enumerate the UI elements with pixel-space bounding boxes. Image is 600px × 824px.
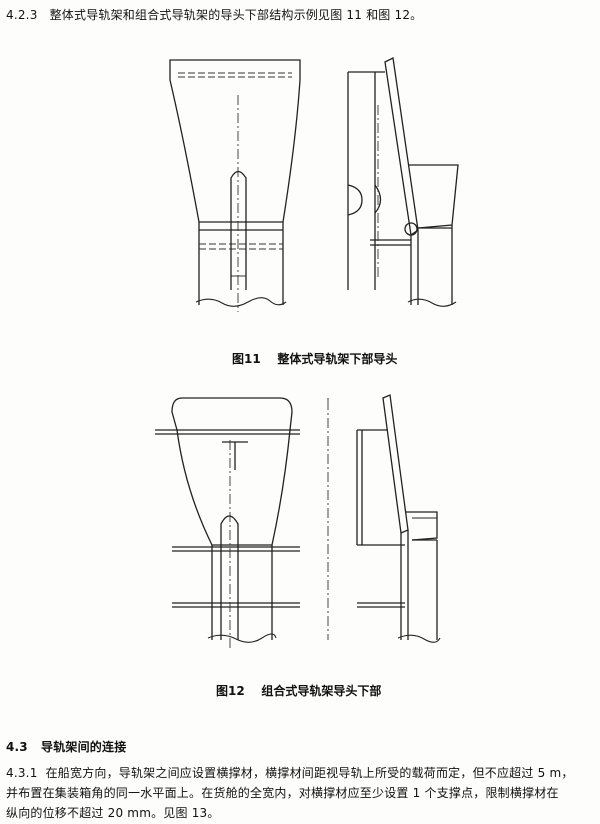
figure-11-label: 图11 — [232, 352, 261, 366]
figure-11-caption: 图11 整体式导轨架下部导头 — [232, 350, 397, 367]
section-number: 4.3.1 — [6, 766, 38, 780]
figure-12-front-view — [155, 397, 300, 650]
paragraph-text: 纵向的位移不超过 20 mm。见图 13。 — [6, 806, 220, 820]
section-number: 4.2.3 — [6, 8, 38, 22]
section-4-3-1-line-1: 4.3.1 在船宽方向，导轨架之间应设置横撑材，横撑材间距视导轨上所受的载荷而定… — [6, 764, 574, 781]
figure-11-drawing — [0, 0, 600, 364]
figure-12-drawing — [155, 394, 441, 650]
figure-12-title: 组合式导轨架导头下部 — [261, 684, 382, 698]
figure-11-title: 整体式导轨架下部导头 — [277, 352, 398, 366]
figure-12-caption: 图12 组合式导轨架导头下部 — [216, 682, 381, 699]
section-4-2-3: 4.2.3 整体式导轨架和组合式导轨架的导头下部结构示例见图 11 和图 12。 — [6, 6, 422, 23]
figure-12-side-view — [327, 394, 441, 643]
paragraph-text: 并布置在集装箱角的同一水平面上。在货舱的全宽内，对横撑材应至少设置 1 个支撑点… — [6, 786, 559, 800]
section-4-3-heading: 4.3 导轨架间的连接 — [6, 738, 126, 755]
figure-11-front-view — [169, 59, 301, 312]
section-title: 导轨架间的连接 — [41, 740, 127, 754]
section-4-3-1-line-3: 纵向的位移不超过 20 mm。见图 13。 — [6, 804, 220, 821]
section-text: 整体式导轨架和组合式导轨架的导头下部结构示例见图 11 和图 12。 — [49, 8, 423, 22]
paragraph-text: 在船宽方向，导轨架之间应设置横撑材，横撑材间距视导轨上所受的载荷而定，但不应超过… — [45, 766, 574, 780]
figure-12-label: 图12 — [216, 684, 245, 698]
section-4-3-1-line-2: 并布置在集装箱角的同一水平面上。在货舱的全宽内，对横撑材应至少设置 1 个支撑点… — [6, 784, 559, 801]
section-number: 4.3 — [6, 740, 28, 754]
figure-11-side-view — [347, 57, 459, 307]
